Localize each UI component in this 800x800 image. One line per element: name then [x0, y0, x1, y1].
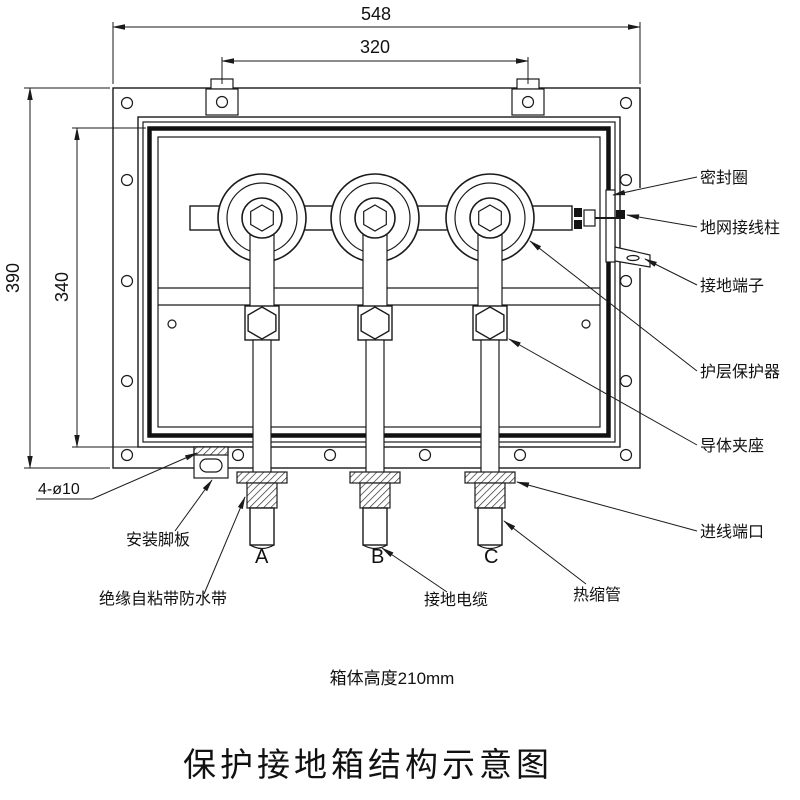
label-ground-grid-terminal-post: 地网接线柱 [700, 219, 780, 237]
phase-labels: A B C [255, 546, 498, 568]
dimension-overall-height: 390 [3, 87, 110, 469]
mounting-foot-plate [193, 446, 229, 479]
leader-lines [36, 176, 698, 595]
mounting-bolt-tab-right [511, 78, 545, 116]
phase-label-b: B [371, 546, 384, 568]
label-grounding-cable: 接地电缆 [424, 591, 488, 609]
box-height-note: 箱体高度210mm [330, 669, 455, 688]
panel-screw-right [581, 319, 591, 329]
label-mounting-foot-plate: 安装脚板 [126, 531, 190, 549]
label-cable-inlet-port: 进线端口 [700, 523, 764, 541]
wall-bolt [616, 210, 625, 219]
clamp-bolt [247, 306, 277, 340]
phase-label-c: C [484, 546, 498, 568]
label-conductor-clamp-seat: 导体夹座 [700, 437, 764, 455]
mounting-bolt-tab-left [205, 78, 239, 116]
dim-390: 390 [3, 263, 23, 293]
label-insulating-waterproof-tape: 绝缘自粘带防水带 [99, 590, 227, 608]
phase-a-assembly [217, 173, 307, 550]
label-heat-shrink-tube: 热缩管 [573, 586, 621, 604]
cable [249, 507, 275, 546]
label-seal-ring: 密封圈 [700, 169, 748, 187]
label-sheath-protector: 护层保护器 [700, 363, 780, 381]
label-mounting-holes: 4-ø10 [38, 481, 80, 498]
dimension-door-height: 340 [52, 127, 192, 448]
cable-gland [246, 482, 278, 509]
callout-labels: 密封圈 地网接线柱 接地端子 护层保护器 导体夹座 进线端口 4-ø10 安装脚… [38, 169, 780, 609]
dim-548: 548 [361, 4, 391, 24]
grounding-terminal-bracket [605, 188, 651, 268]
phase-label-a: A [255, 546, 269, 568]
dimension-bolt-spacing: 320 [221, 37, 529, 84]
label-grounding-terminal: 接地端子 [700, 277, 764, 295]
drawing-title: 保护接地箱结构示意图 [183, 746, 553, 783]
dimension-overall-width: 548 [112, 4, 641, 84]
terminal-nut [250, 204, 274, 232]
panel-screw-left [167, 319, 177, 329]
inlet-collar [236, 471, 288, 484]
dim-320: 320 [360, 37, 390, 57]
dim-340: 340 [52, 272, 72, 302]
